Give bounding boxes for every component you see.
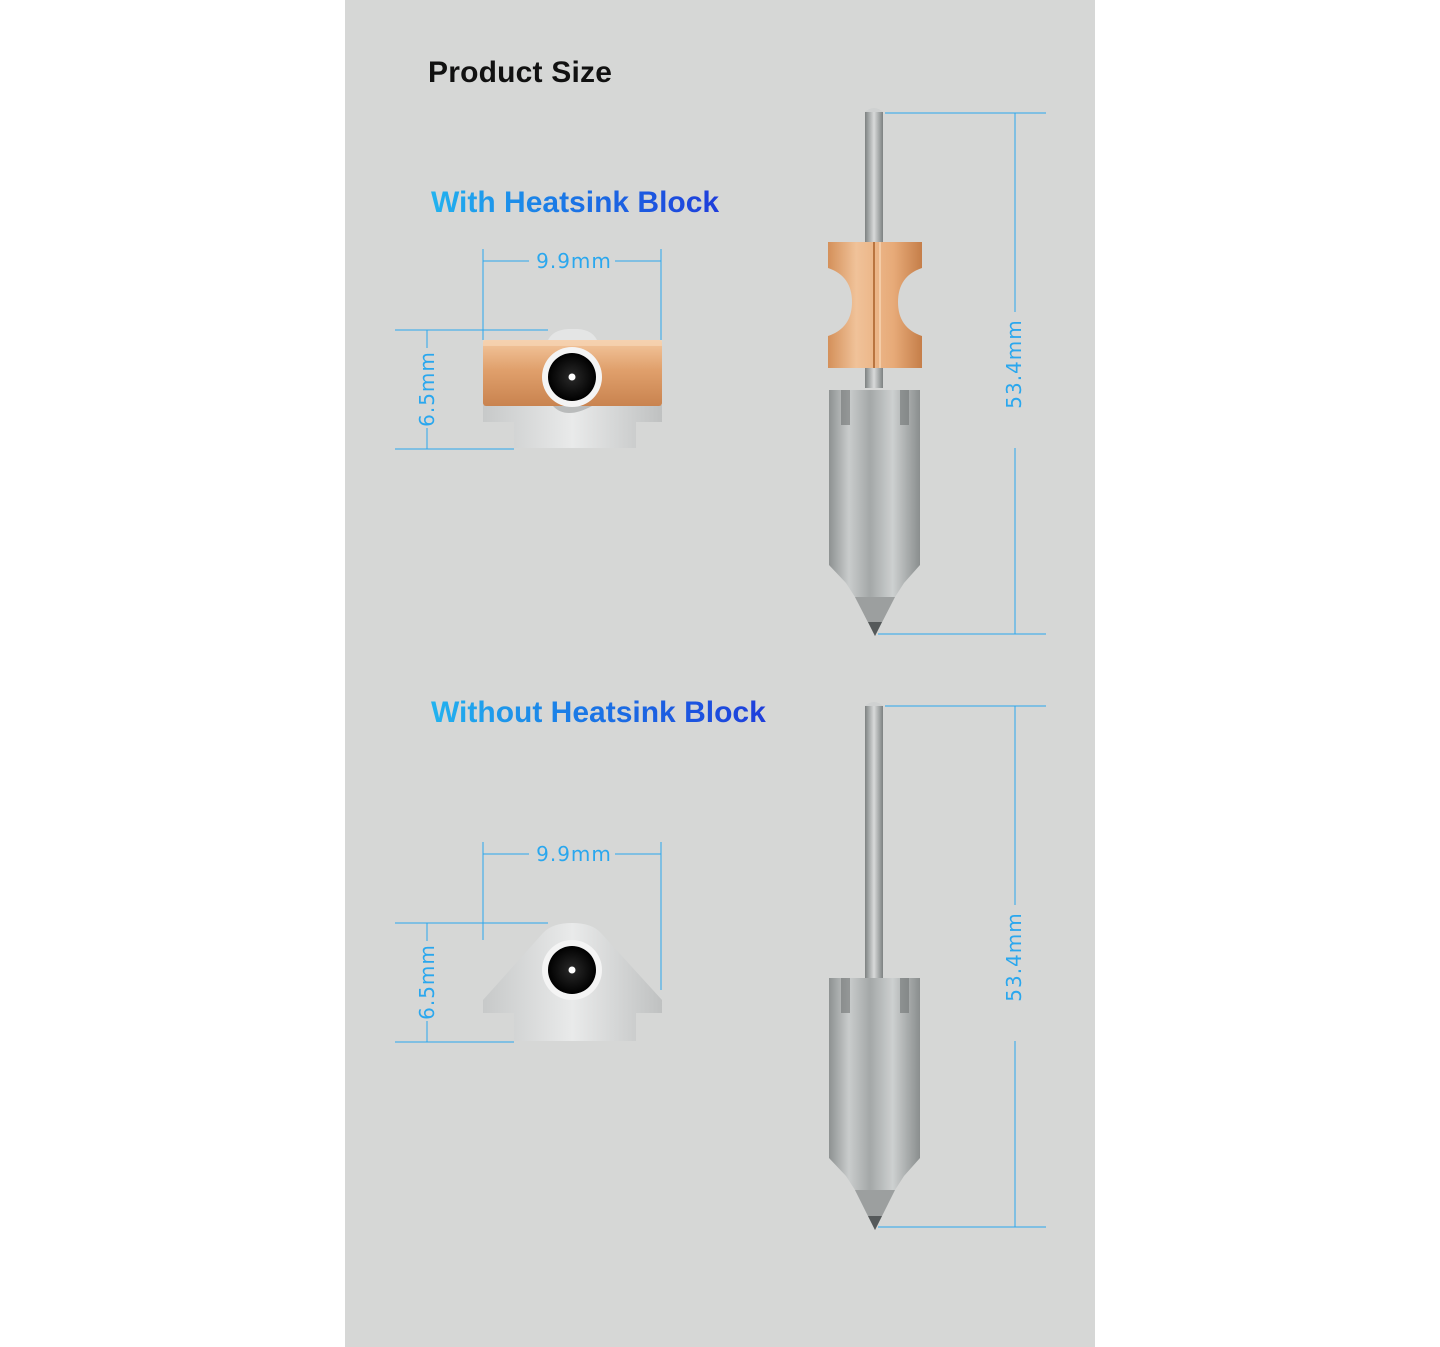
width-dimension-label: 9.9mm: [536, 249, 612, 273]
dimension-lines-top-1: [395, 249, 662, 450]
nozzle-body: [829, 390, 920, 636]
length-dimension-label: 53.4mm: [1002, 912, 1026, 1002]
length-dimension-label: 53.4mm: [1002, 319, 1026, 409]
height-dimension-label: 6.5mm: [415, 944, 439, 1020]
steel-plate: [483, 405, 662, 448]
dimension-lines-side-2: [878, 705, 1046, 1228]
dimension-lines-top-2: [395, 842, 662, 1043]
top-view-without-heatsink: [483, 923, 662, 1041]
side-view-with-heatsink: [828, 108, 922, 636]
width-dimension-label: 9.9mm: [536, 842, 612, 866]
section-heading-without-heatsink: Without Heatsink Block: [431, 696, 766, 729]
height-dimension-label: 6.5mm: [415, 351, 439, 427]
heatbreak-tube: [865, 706, 883, 984]
product-size-panel: [345, 0, 1095, 1347]
nozzle-body: [829, 978, 920, 1230]
nozzle-collar: [548, 329, 597, 340]
side-view-without-heatsink: [829, 702, 920, 1230]
top-view-with-heatsink: [483, 329, 662, 448]
dimension-lines-side-1: [878, 112, 1046, 635]
page-title: Product Size: [428, 56, 613, 89]
section-heading-with-heatsink: With Heatsink Block: [431, 186, 720, 219]
